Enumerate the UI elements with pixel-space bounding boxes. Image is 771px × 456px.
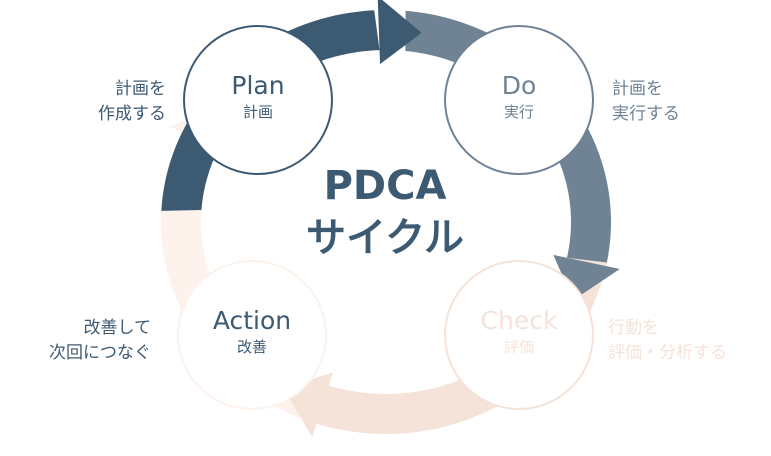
action-label: Action [212, 306, 292, 335]
plan-description: 計画を 作成する [98, 77, 166, 127]
plan-sublabel: 計画 [242, 103, 273, 121]
check-node: Check 評価 [444, 260, 594, 410]
plan-label: Plan [231, 71, 285, 100]
do-desc-line2: 実行する [612, 104, 680, 124]
plan-desc-line2: 作成する [98, 104, 166, 124]
check-label: Check [480, 306, 558, 335]
title-line2: サイクル [306, 215, 464, 261]
check-description: 行動を 評価・分析する [608, 316, 727, 366]
center-title: PDCA サイクル [285, 160, 485, 264]
action-node: Action 改善 [177, 260, 327, 410]
plan-arrow-head [377, 0, 422, 65]
do-description: 計画を 実行する [612, 77, 680, 127]
do-sublabel: 実行 [503, 103, 534, 121]
plan-node: Plan 計画 [183, 25, 333, 175]
title-line1: PDCA [323, 163, 447, 209]
do-desc-line1: 計画を [612, 79, 663, 99]
check-desc-line1: 行動を [608, 318, 659, 338]
action-desc-line1: 改善して [83, 318, 152, 338]
check-desc-line2: 評価・分析する [608, 343, 727, 363]
plan-desc-line1: 計画を [115, 79, 166, 99]
action-description: 改善して 次回につなぐ [49, 316, 151, 366]
action-desc-line2: 次回につなぐ [49, 343, 151, 363]
do-label: Do [501, 71, 537, 100]
action-sublabel: 改善 [236, 338, 267, 356]
check-sublabel: 評価 [503, 338, 534, 356]
do-node: Do 実行 [444, 25, 594, 175]
